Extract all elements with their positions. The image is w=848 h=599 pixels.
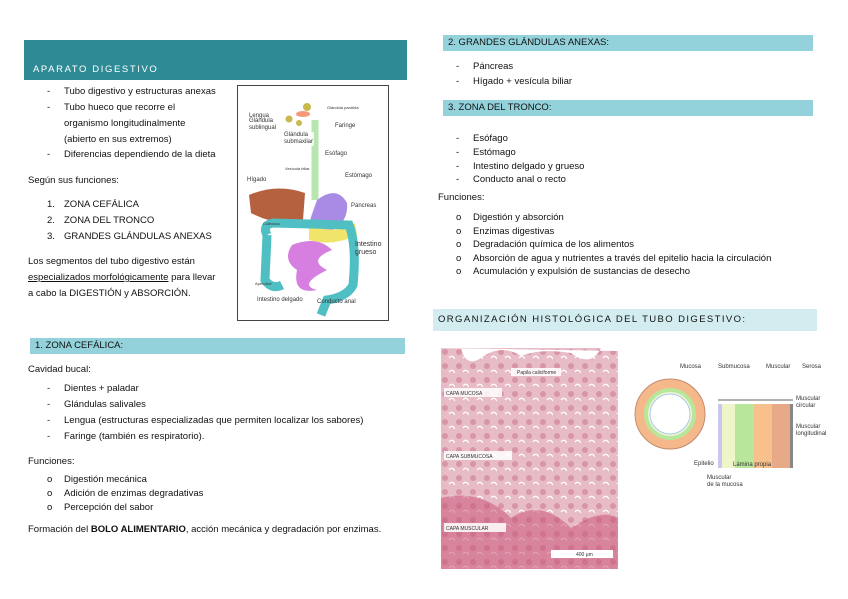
svg-text:Papila caliciforme: Papila caliciforme (517, 370, 556, 376)
svg-text:Serosa: Serosa (802, 364, 822, 370)
svg-text:circular: circular (796, 403, 815, 409)
svg-text:Hígado: Hígado (247, 177, 267, 183)
svg-text:Mucosa: Mucosa (680, 364, 702, 370)
section-3-header: 3. ZONA DEL TRONCO: (443, 100, 813, 116)
digestive-system-figure: Lengua Glándula parótida Faringe Esófago… (237, 85, 389, 321)
svg-text:Lámina propia: Lámina propia (733, 462, 772, 468)
svg-text:Faringe: Faringe (335, 123, 356, 129)
funciones-label: Funciones: (438, 192, 485, 203)
main-title: APARATO DIGESTIVO (33, 64, 159, 75)
label-glandula-sublingual: Glándula sublingual (249, 118, 277, 131)
svg-text:Intestino delgado: Intestino delgado (257, 297, 303, 303)
svg-text:Estómago: Estómago (345, 173, 373, 179)
svg-text:Submucosa: Submucosa (718, 364, 750, 370)
funciones-label: Funciones: (28, 456, 75, 467)
svg-text:Apéndice: Apéndice (255, 281, 272, 286)
svg-text:Vesícula biliar: Vesícula biliar (285, 166, 310, 171)
paragraph-line: a cabo la DIGESTIÓN y ABSORCIÓN. (28, 288, 191, 299)
svg-text:Epitelio: Epitelio (694, 461, 714, 467)
svg-text:longitudinal: longitudinal (796, 431, 826, 437)
svg-text:Esófago: Esófago (325, 151, 348, 157)
paragraph-line: Los segmentos del tubo digestivo están (28, 256, 195, 267)
svg-text:CAPA MUSCULAR: CAPA MUSCULAR (446, 526, 489, 532)
paragraph-line: especializados morfológicamente para lle… (28, 272, 216, 283)
svg-text:Lengua: Lengua (249, 113, 270, 119)
segun-label: Según sus funciones: (28, 175, 119, 186)
small-intestine-shape (288, 241, 332, 291)
section-2-header: 2. GRANDES GLÁNDULAS ANEXAS: (443, 35, 813, 51)
histology-header: ORGANIZACIÓN HISTOLÓGICA DEL TUBO DIGEST… (433, 309, 817, 331)
svg-text:Colédoco: Colédoco (263, 221, 281, 226)
svg-text:400 µm: 400 µm (576, 552, 593, 558)
formation-sentence: Formación del BOLO ALIMENTARIO, acción m… (28, 524, 382, 535)
svg-text:Muscular: Muscular (707, 475, 731, 481)
svg-text:Glándula parótida: Glándula parótida (327, 105, 359, 110)
svg-text:Muscular: Muscular (796, 396, 820, 402)
large-intestine-shape (261, 218, 359, 317)
gut-layers-diagram: Mucosa Submucosa Muscular Serosa Muscula… (634, 364, 826, 488)
svg-text:Conducto anal: Conducto anal (317, 299, 356, 305)
svg-text:Muscular: Muscular (766, 364, 790, 370)
main-header: APARATO DIGESTIVO (24, 40, 407, 80)
svg-text:Muscular: Muscular (796, 424, 820, 430)
liver-shape (249, 188, 305, 223)
svg-text:de la mucosa: de la mucosa (707, 482, 743, 488)
label-intestino-grueso: Intestino grueso (355, 241, 382, 256)
svg-text:CAPA SUBMUCOSA: CAPA SUBMUCOSA (446, 454, 493, 460)
svg-text:CAPA MUCOSA: CAPA MUCOSA (446, 391, 483, 397)
cavidad-label: Cavidad bucal: (28, 364, 91, 375)
label-glandula-submaxilar: Glándula submaxilar (284, 132, 314, 146)
histology-micrograph: Papila caliciforme CAPA MUCOSA CAPA SUBM… (441, 348, 618, 569)
svg-text:Páncreas: Páncreas (351, 203, 376, 209)
section-1-header: 1. ZONA CEFÁLICA: (30, 338, 405, 354)
